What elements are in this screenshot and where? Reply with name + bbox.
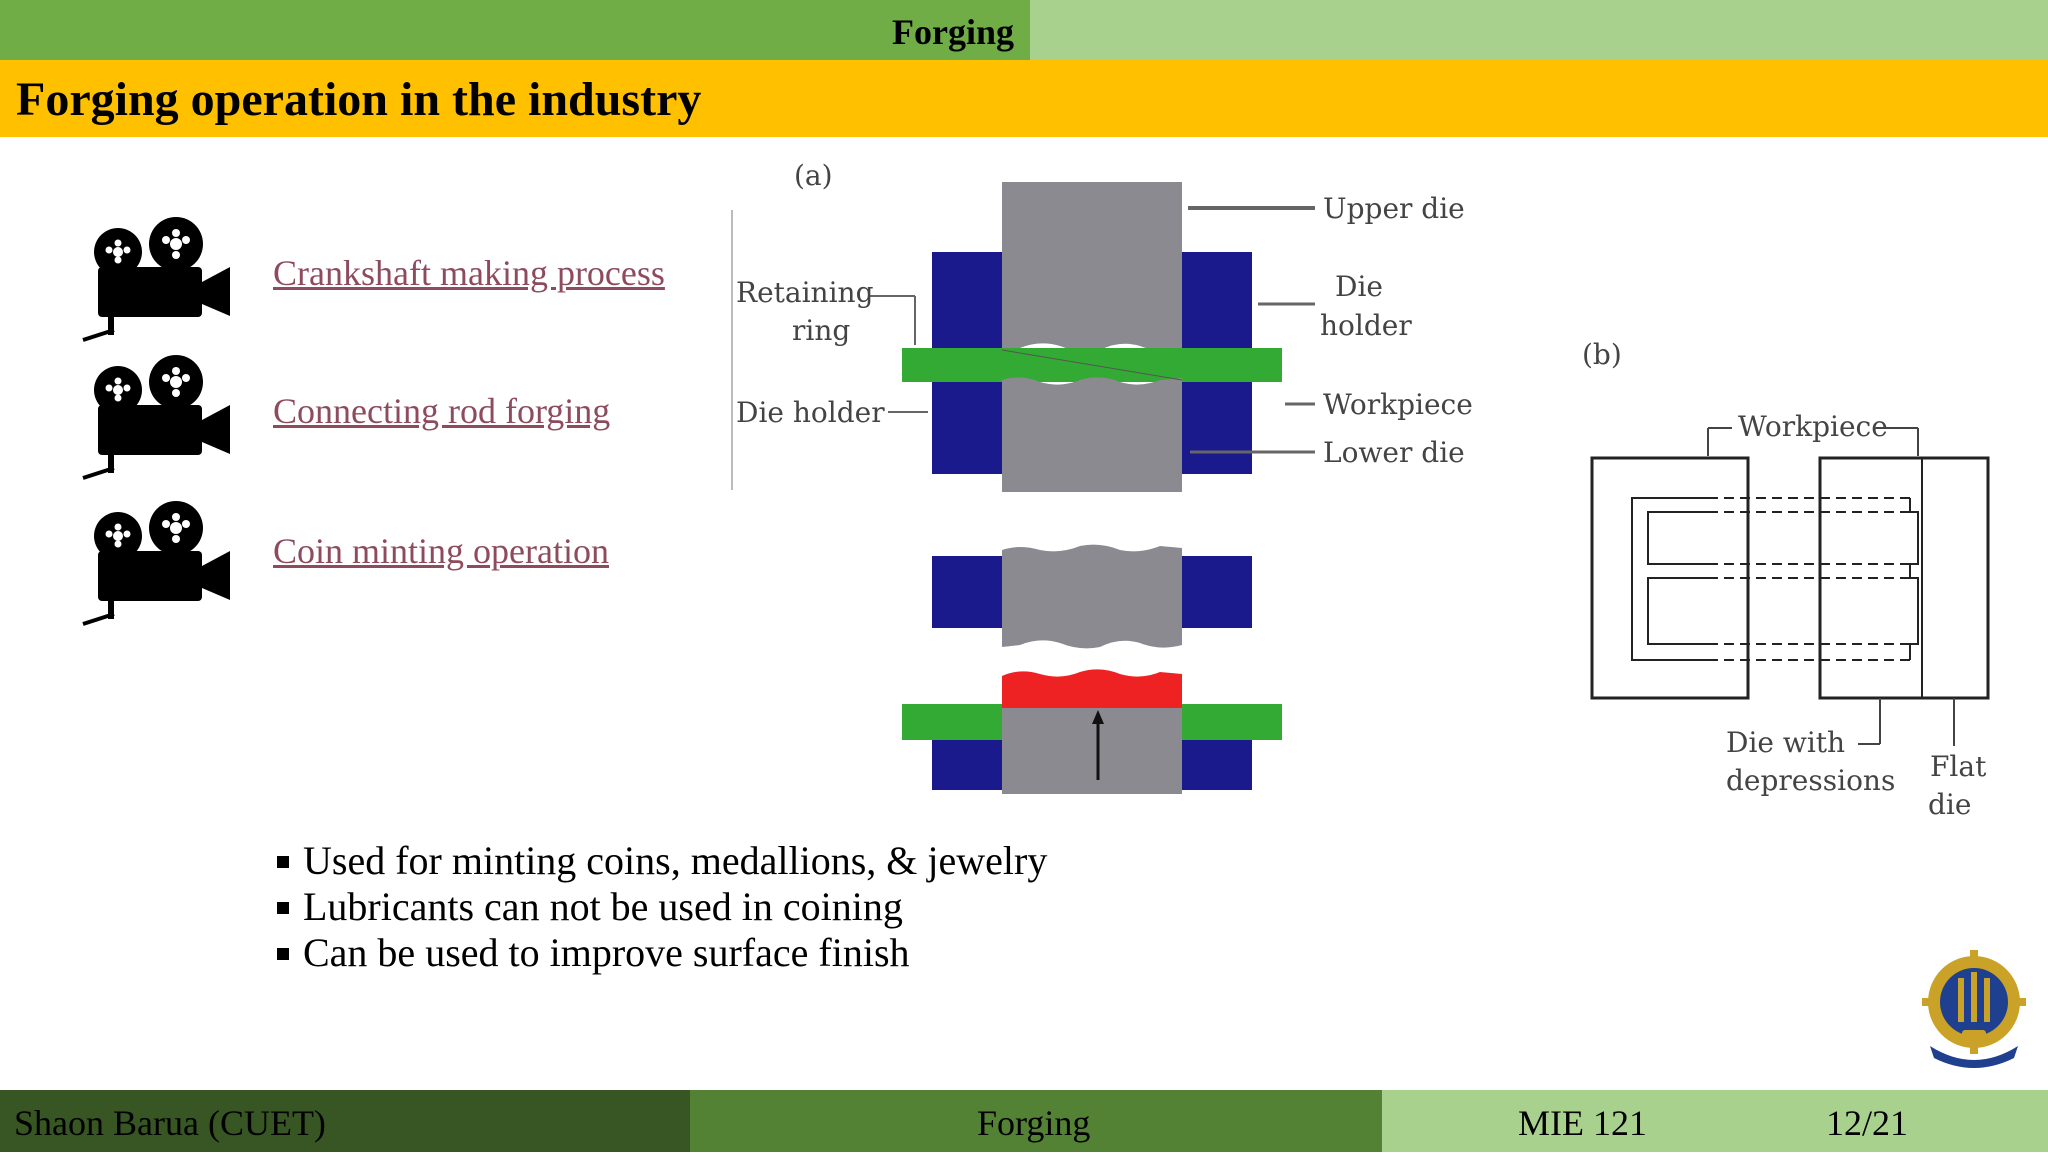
workpiece-label: Workpiece: [1323, 388, 1473, 421]
slide-title-bar: Forging operation in the industry: [0, 60, 2048, 137]
footer-course: MIE 121: [1518, 1103, 1647, 1143]
coining-bullet-list: Used for minting coins, medallions, & je…: [275, 838, 1047, 976]
video-item-coin-minting[interactable]: Coin minting operation: [78, 496, 738, 626]
video-camera-icon[interactable]: [78, 212, 238, 342]
lower-holder-right-open: [1182, 740, 1252, 790]
figure-b-tag: (b): [1582, 338, 1622, 371]
die-with-depressions-label-1: Die with: [1726, 726, 1845, 759]
crankshaft-video-link[interactable]: Crankshaft making process: [273, 253, 665, 293]
header-bar-left: [0, 0, 1030, 60]
footer-author-section: Shaon Barua (CUET): [0, 1090, 690, 1152]
workpiece-right-open: [1182, 704, 1282, 740]
upper-holder-right-open: [1182, 556, 1252, 628]
coining-die-diagram: (a) Upper die Die holder Retaining ring …: [731, 159, 1473, 794]
section-title: Forging: [892, 12, 1014, 52]
flat-die-diagram: (b) Workpiece Die with depressions Flat …: [1582, 338, 1990, 821]
bullet-item: Can be used to improve surface finish: [275, 930, 1047, 976]
retaining-ring-label-2: ring: [792, 314, 850, 347]
die-with-depressions-label-2: depressions: [1726, 764, 1895, 797]
lower-die-open: [1002, 708, 1182, 794]
flat-die-label-2: die: [1928, 788, 1971, 821]
footer-page-number: 12/21: [1826, 1103, 1909, 1143]
footer-bar: Shaon Barua (CUET) Forging MIE 121 12/21: [0, 1090, 2048, 1152]
lower-die-label: Lower die: [1323, 436, 1465, 469]
die-holder-label-1: Die: [1335, 270, 1383, 303]
video-item-connecting-rod[interactable]: Connecting rod forging: [78, 350, 738, 480]
footer-course-section: MIE 121 12/21: [1382, 1090, 2048, 1152]
header-bar: Forging: [0, 0, 2048, 60]
die-holder-left-label: Die holder: [736, 396, 885, 429]
bullet-square-icon: [277, 948, 289, 960]
coin-minting-video-link[interactable]: Coin minting operation: [273, 531, 609, 571]
lower-die: [1002, 377, 1182, 492]
upper-die: [1002, 182, 1182, 352]
upper-die-label: Upper die: [1323, 192, 1465, 225]
video-item-crankshaft[interactable]: Crankshaft making process: [78, 212, 738, 342]
upper-holder-left-open: [932, 556, 1002, 628]
flat-die-label-1: Flat: [1930, 750, 1987, 783]
slide-title: Forging operation in the industry: [16, 73, 702, 126]
figure-a-tag: (a): [794, 159, 833, 192]
video-camera-icon[interactable]: [78, 350, 238, 480]
bullet-item: Used for minting coins, medallions, & je…: [275, 838, 1047, 884]
workpiece-left-open: [902, 704, 1002, 740]
lower-holder-right: [1182, 378, 1252, 474]
bullet-item: Lubricants can not be used in coining: [275, 884, 1047, 930]
video-camera-icon[interactable]: [78, 496, 238, 626]
lower-holder-left-open: [932, 740, 1002, 790]
minted-coin: [1002, 669, 1182, 714]
lower-holder-left: [932, 378, 1002, 474]
bullet-square-icon: [277, 856, 289, 868]
footer-topic-section: Forging: [690, 1090, 1382, 1152]
bullet-square-icon: [277, 902, 289, 914]
retaining-ring-label-1: Retaining: [736, 276, 874, 309]
upper-die-open: [1002, 544, 1182, 649]
header-bar-right: [1030, 0, 2048, 60]
die-holder-label-2: holder: [1320, 309, 1412, 342]
connecting-rod-video-link[interactable]: Connecting rod forging: [273, 391, 611, 431]
footer-topic: Forging: [977, 1103, 1091, 1143]
footer-author: Shaon Barua (CUET): [14, 1103, 326, 1143]
university-logo-icon: [1922, 950, 2026, 1068]
workpiece-b-label: Workpiece: [1738, 410, 1888, 443]
